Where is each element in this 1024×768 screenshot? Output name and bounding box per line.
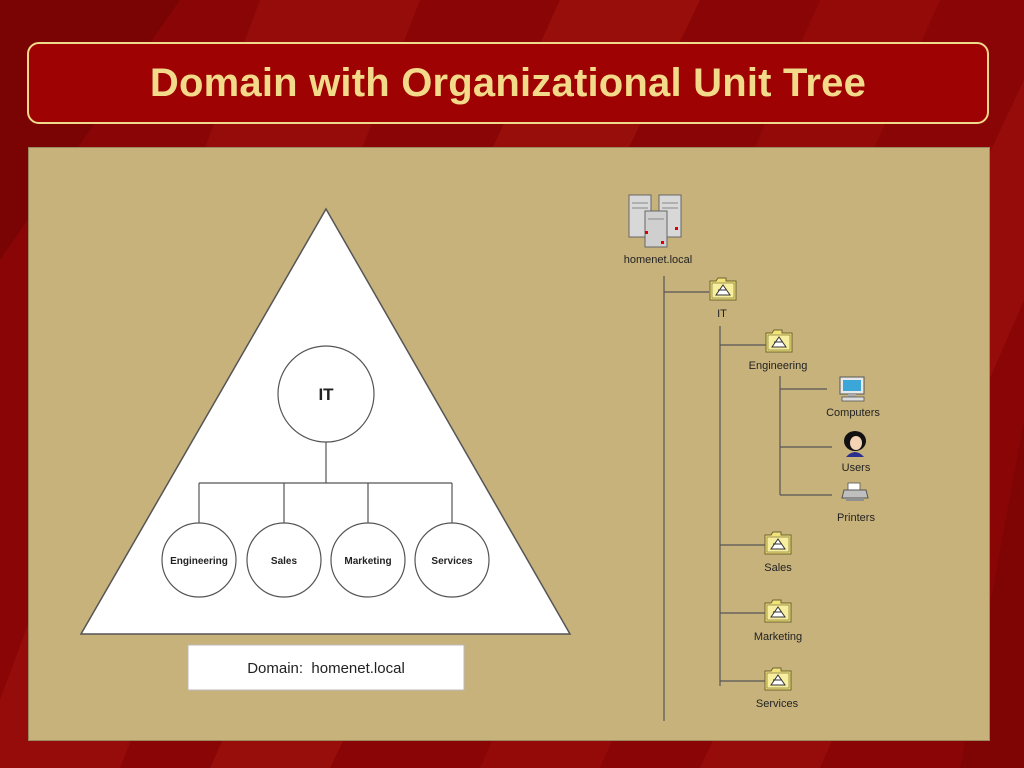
printer-icon xyxy=(841,482,869,501)
ou-circle-services xyxy=(414,522,490,598)
ou-folder-icon xyxy=(765,329,793,353)
ou-label-sales: Sales xyxy=(271,556,298,567)
ou-folder-icon xyxy=(709,277,737,301)
tree-it-label: IT xyxy=(717,308,727,320)
tree-marketing-label: Marketing xyxy=(754,631,802,643)
ou-label-engineering: Engineering xyxy=(170,556,228,567)
tree-sales-label: Sales xyxy=(764,562,792,574)
ou-label-it: IT xyxy=(318,385,334,404)
tree-users-label: Users xyxy=(842,462,871,474)
ou-circle-sales xyxy=(246,522,322,598)
ou-label-marketing: Marketing xyxy=(344,556,391,567)
title-box: Domain with Organizational Unit Tree xyxy=(27,42,989,124)
ou-folder-icon xyxy=(764,531,792,555)
domain-label-box xyxy=(187,644,465,691)
ou-circle-engineering xyxy=(161,522,237,598)
diagram-panel: IT Engineering Sales Marketing Services … xyxy=(28,147,990,741)
tree-printers-label: Printers xyxy=(837,512,875,524)
tree-domain-label: homenet.local xyxy=(624,254,693,266)
tree-engineering-label: Engineering xyxy=(749,360,808,372)
servers-icon xyxy=(628,194,682,248)
ou-circle-marketing xyxy=(330,522,406,598)
ou-folder-icon xyxy=(764,599,792,623)
slide-title: Domain with Organizational Unit Tree xyxy=(149,60,867,105)
computer-icon xyxy=(839,376,865,402)
tree-services-label: Services xyxy=(756,698,799,710)
tree-computers-label: Computers xyxy=(826,407,880,419)
domain-label: Domain: homenet.local xyxy=(247,660,405,677)
diagram-canvas: IT Engineering Sales Marketing Services … xyxy=(79,194,880,721)
user-icon xyxy=(844,431,866,457)
ou-folder-icon xyxy=(764,667,792,691)
ou-label-services: Services xyxy=(431,556,473,567)
